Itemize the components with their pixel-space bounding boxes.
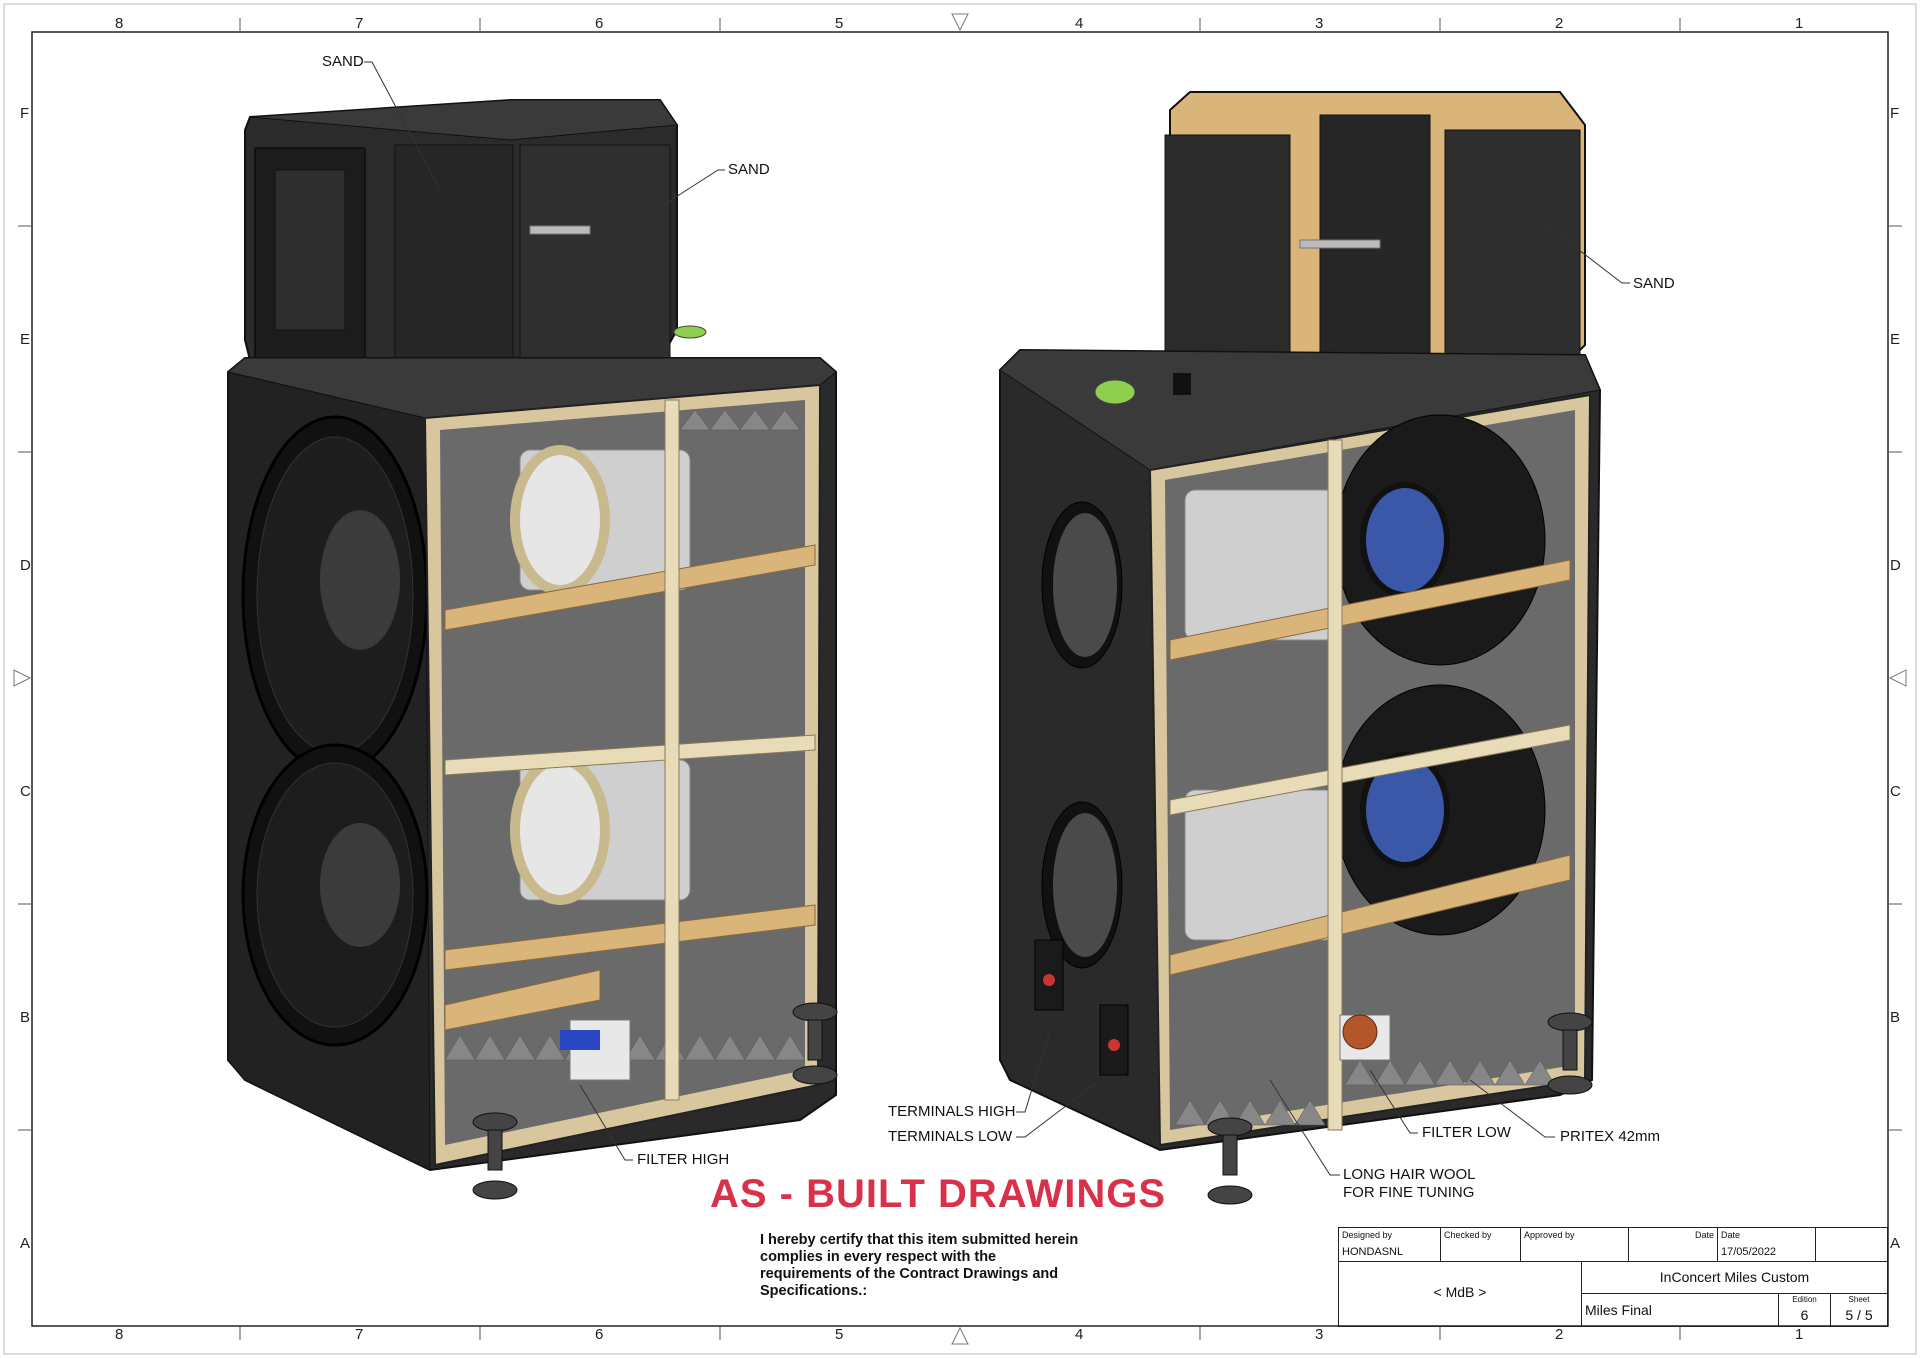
- tb-designed-by-label: Designed by: [1342, 1230, 1393, 1240]
- zone-row-f-left: F: [20, 105, 30, 122]
- right-foam: [1174, 1059, 1556, 1126]
- tb-sheet-label: Sheet: [1848, 1295, 1870, 1304]
- left-level-bubble: [673, 325, 707, 339]
- tb-edition-label: Edition: [1792, 1295, 1817, 1304]
- tb-drawing-value: Miles Final: [1585, 1302, 1652, 1318]
- label-sand-right: SAND: [1633, 275, 1675, 292]
- zone-col-6-top: 6: [595, 15, 604, 32]
- zone-ticks: [18, 18, 1902, 1340]
- tb-project-value: InConcert Miles Custom: [1659, 1269, 1810, 1285]
- label-sand-left-top: SAND: [322, 53, 364, 70]
- tb-blank: [1816, 1228, 1887, 1262]
- left-shelf-3: [444, 904, 816, 971]
- zone-col-7-bottom: 7: [355, 1326, 364, 1343]
- right-feet: [1207, 1012, 1593, 1205]
- zone-row-b-left: B: [20, 1009, 31, 1026]
- zone-row-d-right: D: [1890, 557, 1901, 574]
- left-speaker: [226, 99, 838, 1200]
- zone-col-4-bottom: 4: [1075, 1326, 1084, 1343]
- right-vertical-divider: [1327, 439, 1343, 1131]
- zone-row-c-right: C: [1890, 783, 1901, 800]
- tb-date-value: 17/05/2022: [1721, 1246, 1777, 1258]
- right-shelf-1: [1169, 559, 1571, 661]
- as-built-stamp-title: AS - BUILT DRAWINGS: [710, 1172, 1167, 1216]
- right-level-bubble: [1094, 379, 1136, 405]
- left-shelf-1: [444, 544, 816, 631]
- label-terminals-high: TERMINALS HIGH: [888, 1103, 1016, 1120]
- tb-designed-by: Designed by HONDASNL: [1339, 1228, 1441, 1262]
- zone-col-2-top: 2: [1555, 15, 1564, 32]
- tb-project: InConcert Miles Custom: [1582, 1262, 1887, 1294]
- label-long-hair-wool: LONG HAIR WOOL: [1343, 1166, 1476, 1183]
- tb-date-2: Date 17/05/2022: [1718, 1228, 1816, 1262]
- tb-company-value: < MdB >: [1433, 1284, 1487, 1300]
- tb-date-1-label: Date: [1694, 1230, 1714, 1240]
- zone-col-5-bottom: 5: [835, 1326, 844, 1343]
- tb-date-1: Date: [1629, 1228, 1718, 1262]
- left-vertical-divider: [664, 399, 680, 1101]
- tb-approved-by-label: Approved by: [1524, 1230, 1575, 1240]
- zone-row-a-right: A: [1890, 1235, 1901, 1252]
- zone-row-e-right: E: [1890, 331, 1901, 348]
- tb-sheet-value: 5 / 5: [1845, 1307, 1873, 1323]
- right-switch: [1173, 373, 1191, 395]
- center-markers: [13, 13, 1907, 1345]
- zone-col-3-bottom: 3: [1315, 1326, 1324, 1343]
- zone-row-a-left: A: [20, 1235, 31, 1252]
- as-built-stamp-text: I hereby certify that this item submitte…: [760, 1232, 1079, 1299]
- tb-edition: Edition 6: [1779, 1294, 1831, 1326]
- zone-col-8-bottom: 8: [115, 1326, 124, 1343]
- zone-col-2-bottom: 2: [1555, 1326, 1564, 1343]
- right-port-bottom: [1184, 789, 1336, 941]
- label-filter-low: FILTER LOW: [1422, 1124, 1511, 1141]
- zone-row-d-left: D: [20, 557, 31, 574]
- tb-drawing: Miles Final: [1582, 1294, 1779, 1326]
- left-feet: [472, 1002, 838, 1200]
- zone-col-8-top: 8: [115, 15, 124, 32]
- tb-company: < MdB >: [1339, 1262, 1582, 1326]
- zone-col-1-bottom: 1: [1795, 1326, 1804, 1343]
- right-speaker: [999, 91, 1602, 1205]
- right-rod: [1299, 239, 1381, 249]
- left-foam: [444, 409, 806, 1061]
- outer-frame: [3, 3, 1917, 1355]
- tb-sheet: Sheet 5 / 5: [1831, 1294, 1887, 1326]
- label-sand-left-side: SAND: [728, 161, 770, 178]
- tb-checked-by-label: Checked by: [1444, 1230, 1492, 1240]
- zone-col-4-top: 4: [1075, 15, 1084, 32]
- label-terminals-low: TERMINALS LOW: [888, 1128, 1013, 1145]
- tb-date-2-label: Date: [1721, 1230, 1741, 1240]
- tb-approved-by: Approved by: [1521, 1228, 1629, 1262]
- right-shelf-2: [1169, 724, 1571, 816]
- leader-lines: [364, 61, 1630, 1176]
- left-shelf-2: [444, 734, 816, 776]
- zone-row-c-left: C: [20, 783, 31, 800]
- tb-designed-by-value: HONDASNL: [1342, 1246, 1404, 1258]
- label-pritex: PRITEX 42mm: [1560, 1128, 1661, 1145]
- zone-row-f-right: F: [1890, 105, 1900, 122]
- zone-col-6-bottom: 6: [595, 1326, 604, 1343]
- tb-checked-by: Checked by: [1441, 1228, 1521, 1262]
- title-block: Designed by HONDASNL Checked by Approved…: [1338, 1227, 1888, 1327]
- zone-row-e-left: E: [20, 331, 31, 348]
- label-filter-high: FILTER HIGH: [637, 1151, 730, 1168]
- zone-col-3-top: 3: [1315, 15, 1324, 32]
- label-long-hair-wool-2: FOR FINE TUNING: [1343, 1184, 1475, 1201]
- zone-col-7-top: 7: [355, 15, 364, 32]
- zone-row-b-right: B: [1890, 1009, 1901, 1026]
- left-rod: [529, 225, 591, 235]
- zone-col-1-top: 1: [1795, 15, 1804, 32]
- tb-edition-value: 6: [1800, 1307, 1809, 1323]
- inner-frame: [31, 31, 1889, 1327]
- right-shelf-3: [1169, 854, 1571, 976]
- zone-col-5-top: 5: [835, 15, 844, 32]
